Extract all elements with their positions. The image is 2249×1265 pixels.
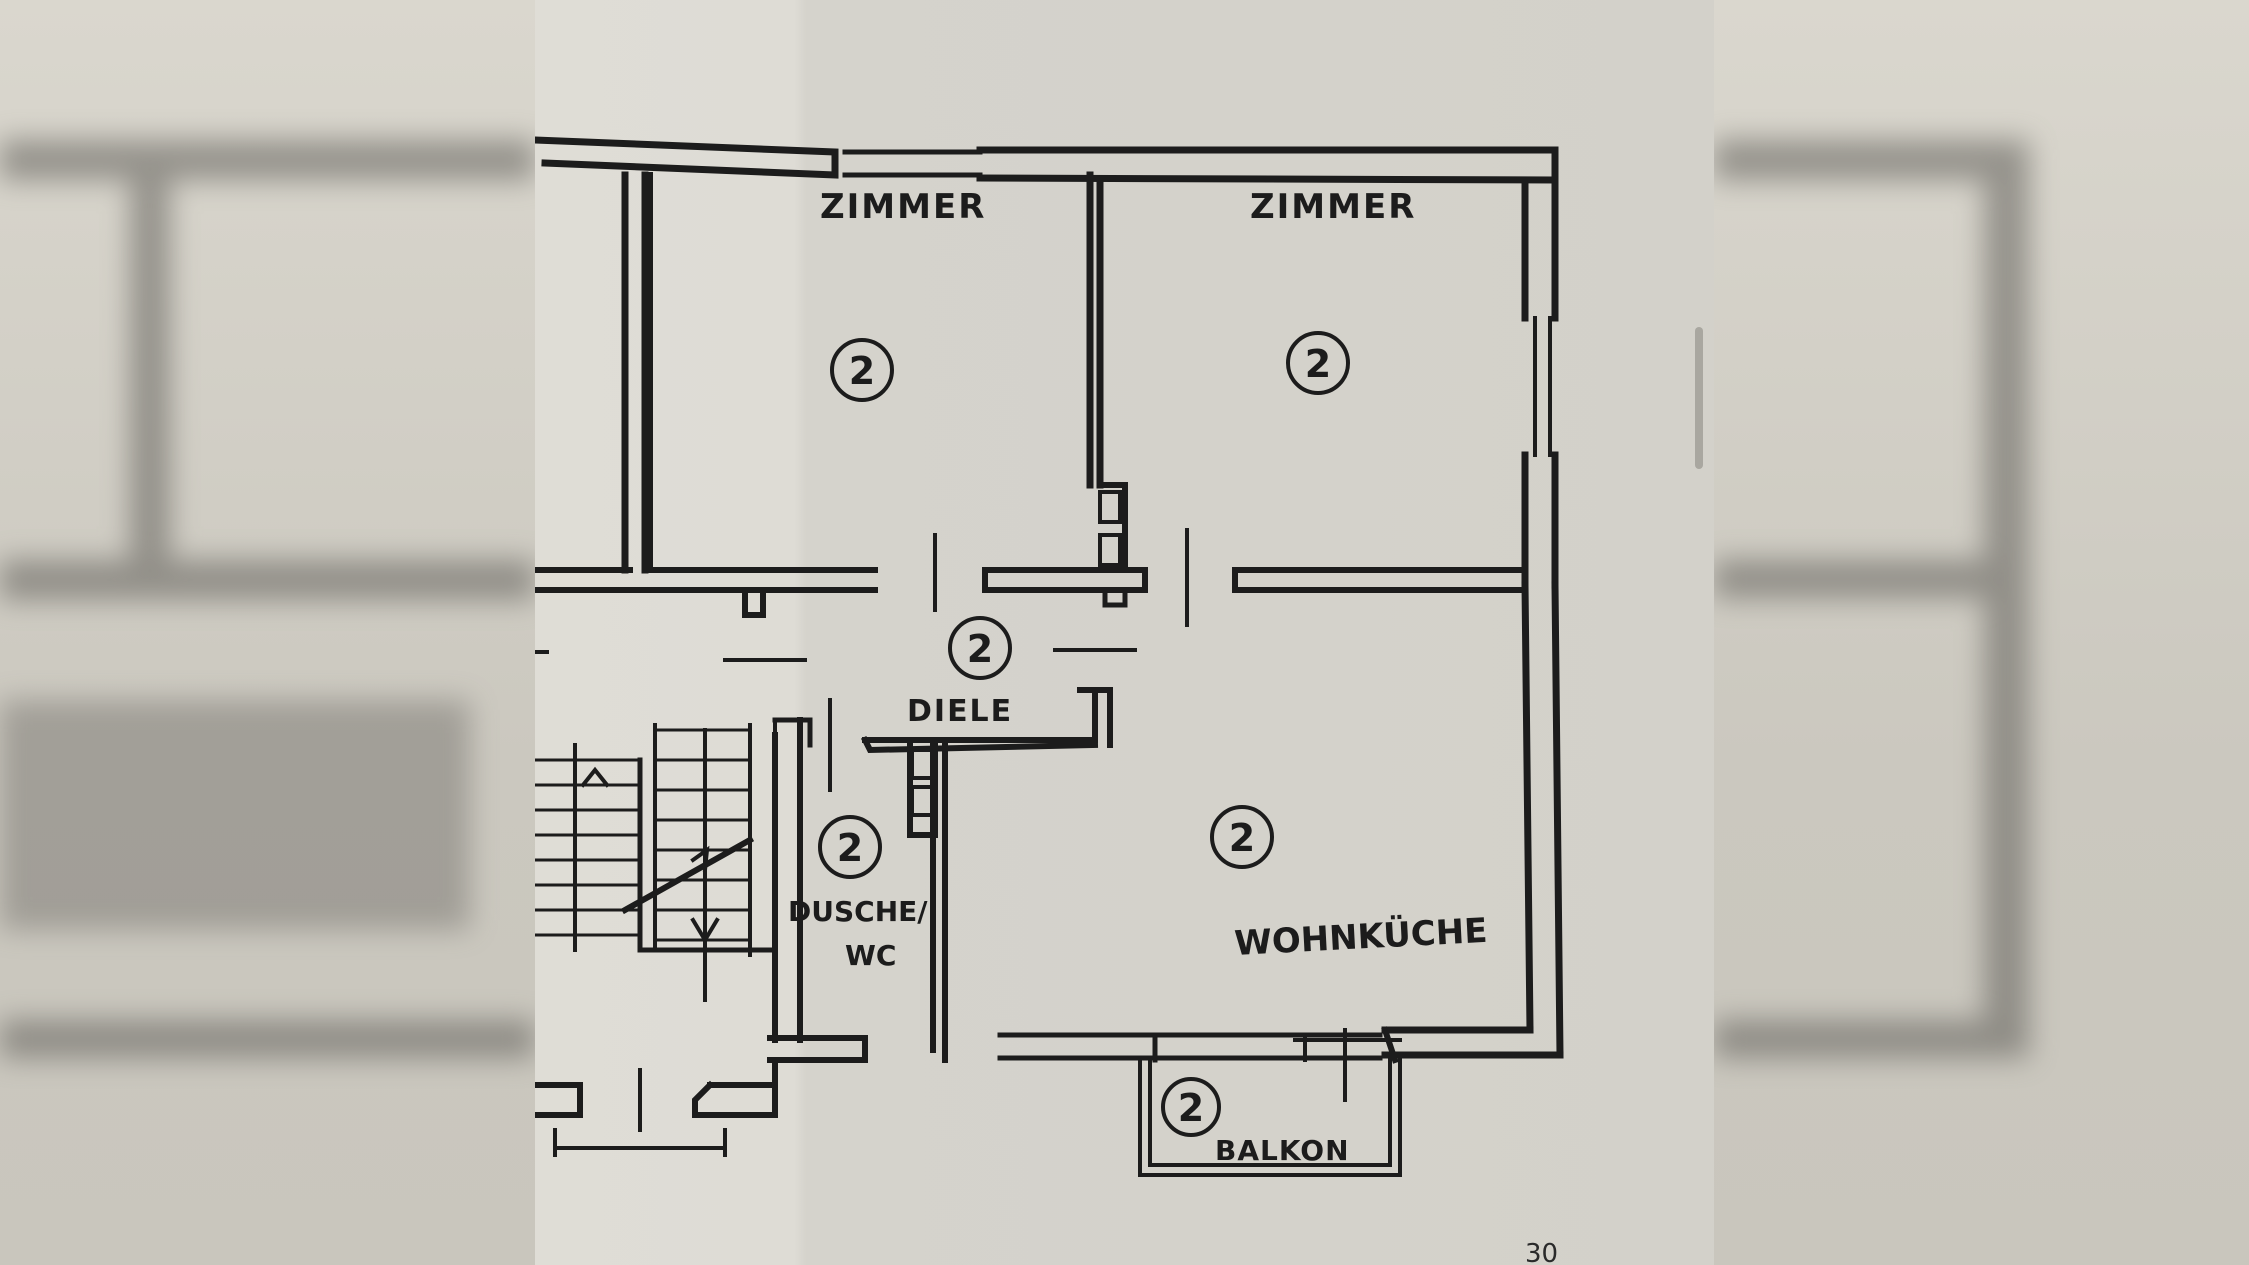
window-bottom xyxy=(997,1032,1383,1061)
staircase xyxy=(535,718,777,1002)
room-label-wohnkueche: WOHNKÜCHE xyxy=(1233,910,1488,964)
balcony-outline xyxy=(1138,1058,1402,1177)
room-label-diele: DIELE xyxy=(907,694,1013,729)
room-number-circle xyxy=(948,616,1012,680)
wall-divider-upper xyxy=(1086,171,1104,489)
wall-top xyxy=(976,146,1559,184)
room-number-circle xyxy=(1286,331,1350,395)
corner-number: 30 xyxy=(1525,1239,1558,1265)
room-label-zimmer-2: ZIMMER xyxy=(1250,187,1416,227)
wall-wc-stair xyxy=(772,717,803,1043)
room-number: 2 xyxy=(837,826,863,870)
room-label-zimmer-1: ZIMMER xyxy=(820,187,986,227)
wall-zimmer2-bottom xyxy=(1232,567,1528,593)
room-label-dusche: DUSCHE/ xyxy=(788,895,928,928)
wall-wc-kitchen xyxy=(930,742,948,1063)
room-labels: ZIMMER ZIMMER DIELE DUSCHE/ WC WOHNKÜCHE… xyxy=(788,187,1488,1167)
wall-right-upper xyxy=(1521,146,1559,322)
room-number-circle xyxy=(1161,1077,1221,1137)
blurred-background-right xyxy=(1714,0,2249,1265)
wall-right-lower xyxy=(1521,581,1564,1059)
room-label-wc: WC xyxy=(845,939,896,972)
room-number-circle xyxy=(1210,805,1274,869)
window-top xyxy=(842,149,983,178)
wall-bottom-left xyxy=(767,1035,868,1063)
wall-zimmer1 xyxy=(637,172,878,593)
wall-left-room xyxy=(621,171,649,574)
wall-right-mid xyxy=(1521,451,1559,589)
room-number: 2 xyxy=(1229,816,1255,860)
room-number: 2 xyxy=(967,627,993,671)
blurred-background-left xyxy=(0,0,535,1265)
room-number-circle xyxy=(830,338,894,402)
room-label-balkon: BALKON xyxy=(1215,1134,1350,1167)
room-number: 2 xyxy=(1305,342,1331,386)
room-number-circle xyxy=(818,815,882,879)
window-right xyxy=(1533,316,1552,457)
room-numbers: 2 2 2 2 2 2 xyxy=(818,331,1350,1137)
wall-top-left xyxy=(535,136,839,179)
room-number: 2 xyxy=(849,349,875,393)
room-number: 2 xyxy=(1178,1086,1204,1130)
floor-plan-drawing: 2 2 2 2 2 2 ZIMMER ZIMMER DIELE DUSCHE/ … xyxy=(535,136,1564,1265)
scrollbar-thumb[interactable] xyxy=(1695,327,1703,469)
wall-bottom-right xyxy=(1381,1026,1564,1059)
floor-plan: 2 2 2 2 2 2 ZIMMER ZIMMER DIELE DUSCHE/ … xyxy=(535,0,1714,1265)
